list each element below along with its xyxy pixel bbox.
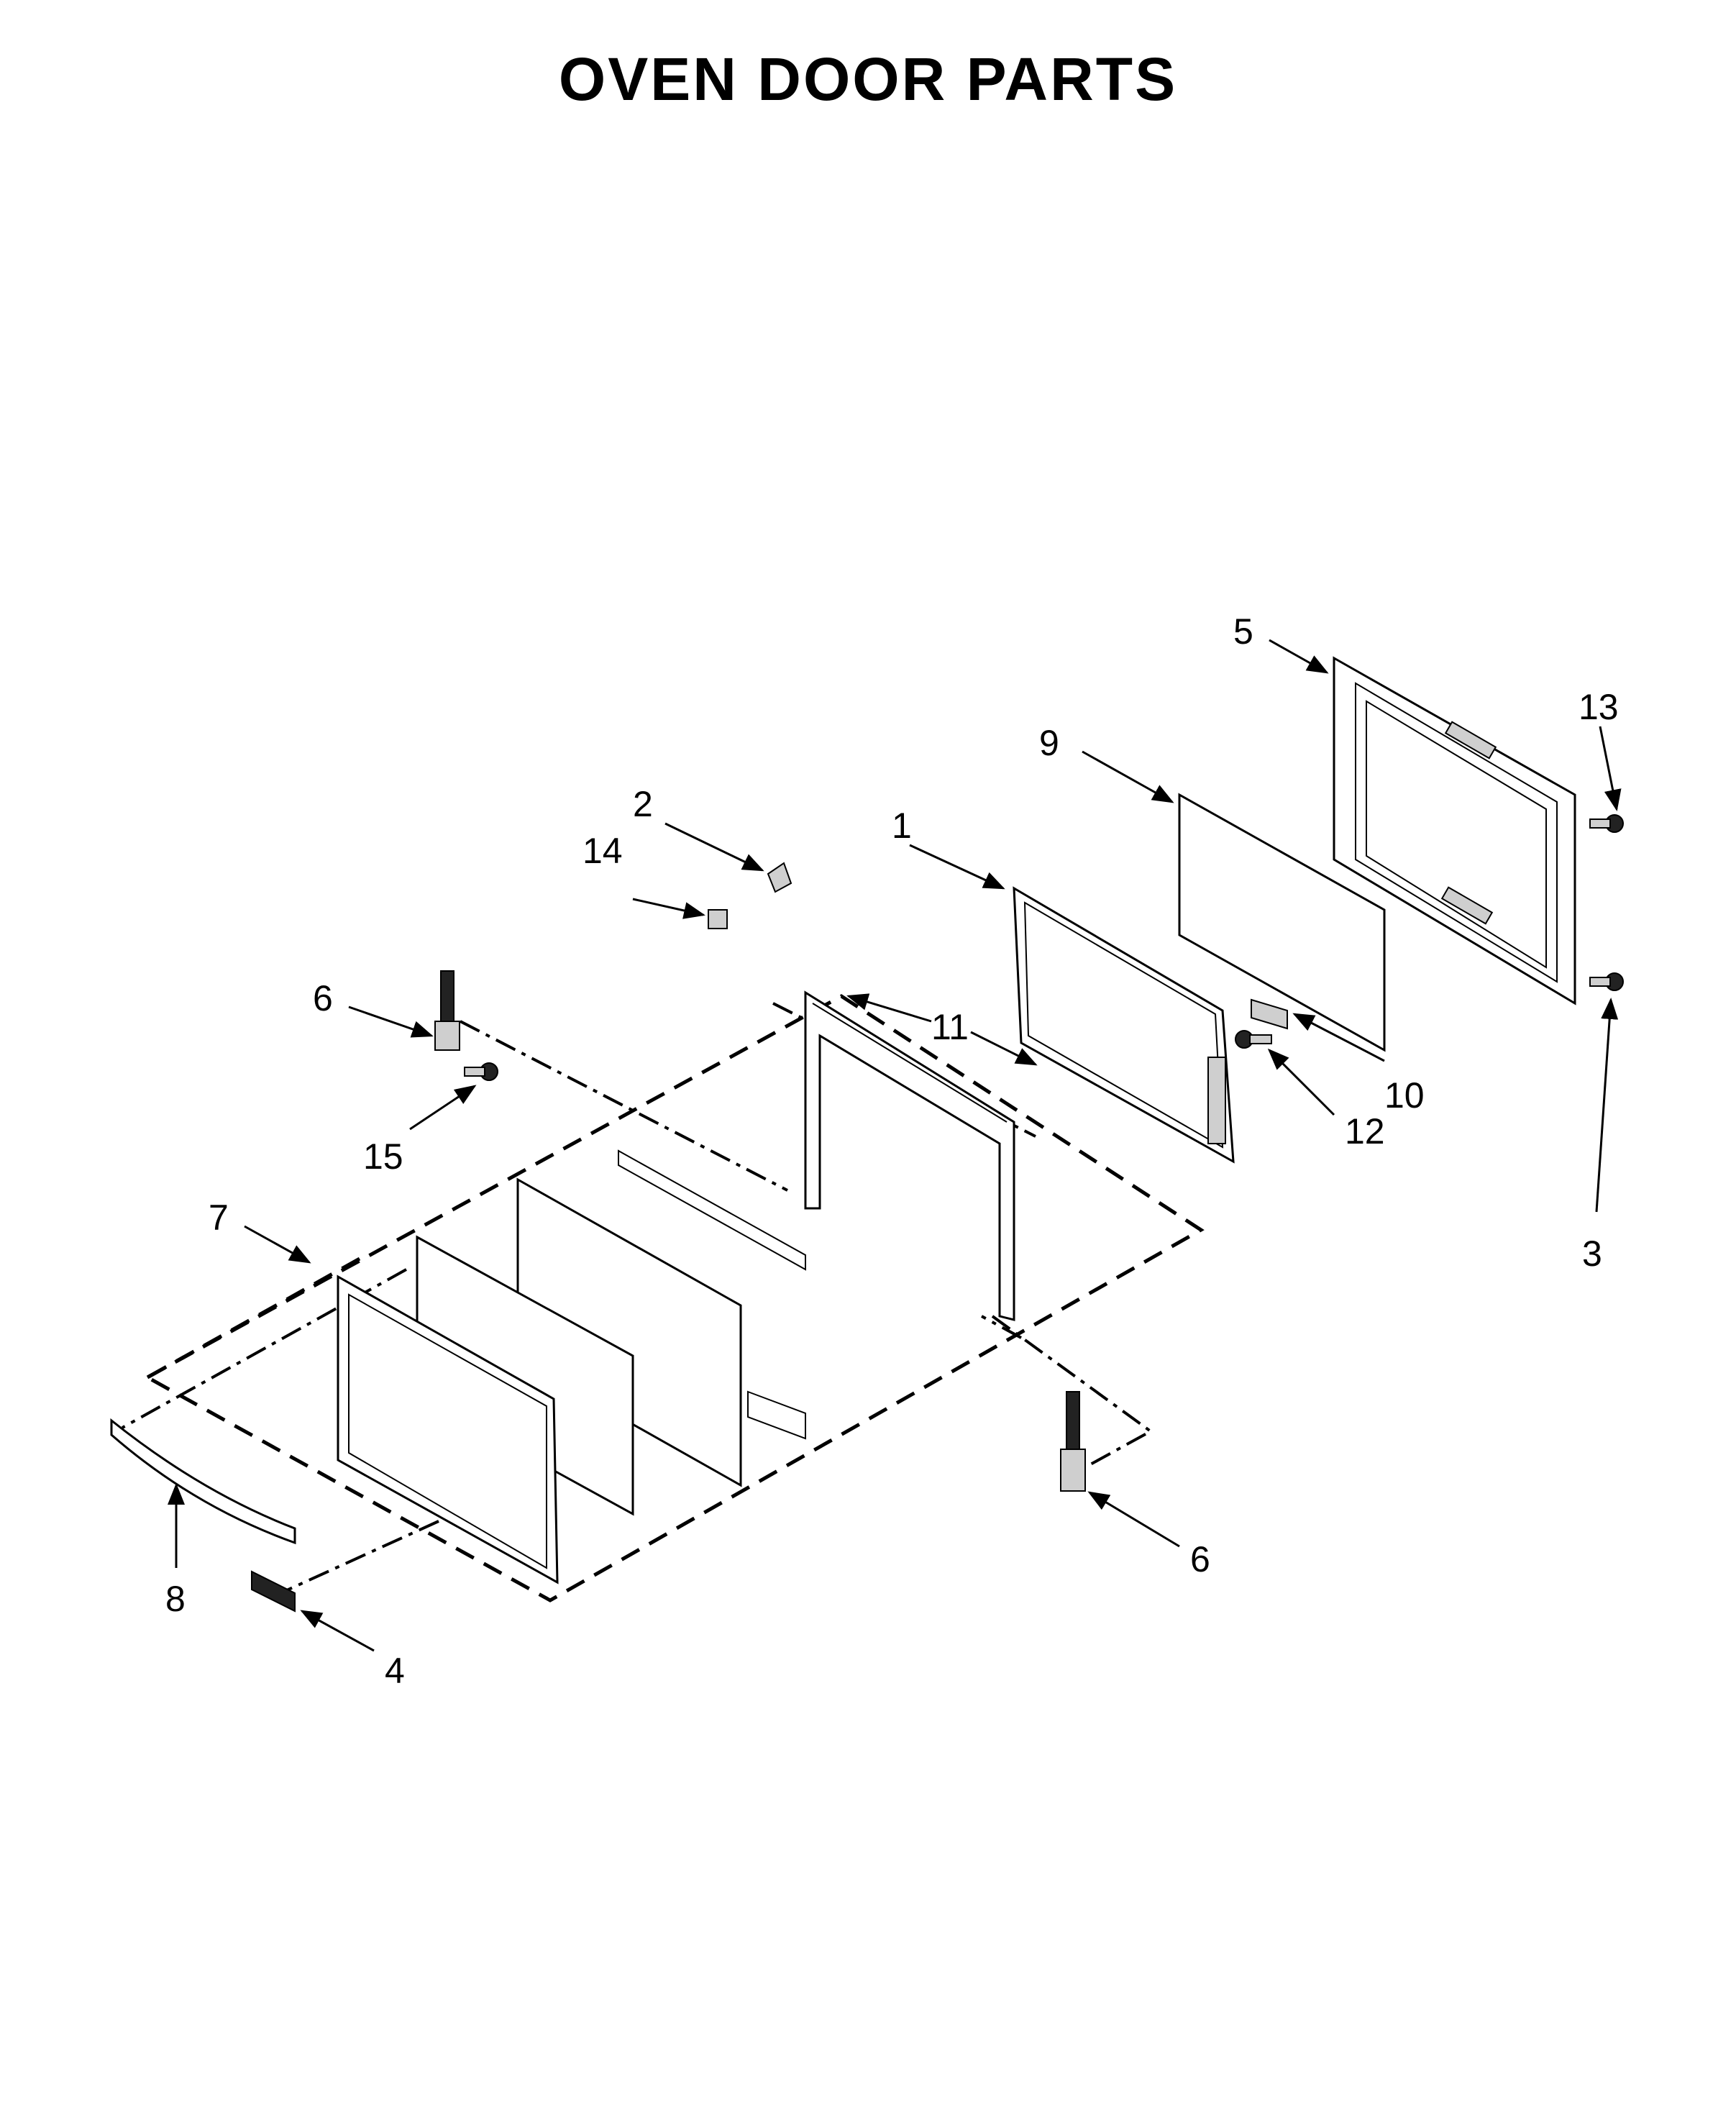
leader-arrows [168,639,1622,1652]
part-11-channels [804,990,1015,1321]
part-8-handle [110,1418,296,1545]
page-title: OVEN DOOR PARTS [558,45,1178,113]
part-4-bracket [251,1570,296,1613]
part-1-inner-frame [1013,886,1235,1164]
callout-10: 10 [1384,1075,1425,1116]
callout-6-lower: 6 [1190,1539,1210,1579]
callout-6-upper: 6 [313,978,333,1018]
part-9-glass-panel [1178,793,1386,1052]
callout-13: 13 [1579,687,1619,727]
callout-8: 8 [165,1579,186,1619]
part-6-hinge-lower [1060,1391,1086,1492]
part-10-bracket [1251,998,1288,1030]
screw-12-icon [1235,1030,1272,1049]
callout-4: 4 [385,1651,405,1691]
screw-13-icon [1589,814,1624,833]
callout-2: 2 [633,784,653,824]
callout-15: 15 [363,1136,403,1177]
callout-14: 14 [583,831,623,871]
callout-7: 7 [209,1198,229,1238]
callout-9: 9 [1039,723,1059,763]
part-6-hinge-upper [434,970,460,1051]
part-14-bracket [708,909,728,929]
screws [464,814,1624,1081]
callout-5: 5 [1233,611,1253,652]
callout-12: 12 [1345,1111,1385,1152]
part-5-rear-frame [1333,656,1576,1005]
callout-3: 3 [1582,1233,1602,1274]
part-2-clip [767,862,792,893]
callout-1: 1 [892,806,912,846]
screw-15-icon [464,1062,498,1081]
callout-11: 11 [931,1007,969,1047]
callout-labels: 1 2 3 4 5 6 6 7 8 9 10 11 12 13 14 15 [165,611,1619,1691]
part-7-outer-door-panel [337,1274,559,1584]
screw-3-icon [1589,972,1624,991]
